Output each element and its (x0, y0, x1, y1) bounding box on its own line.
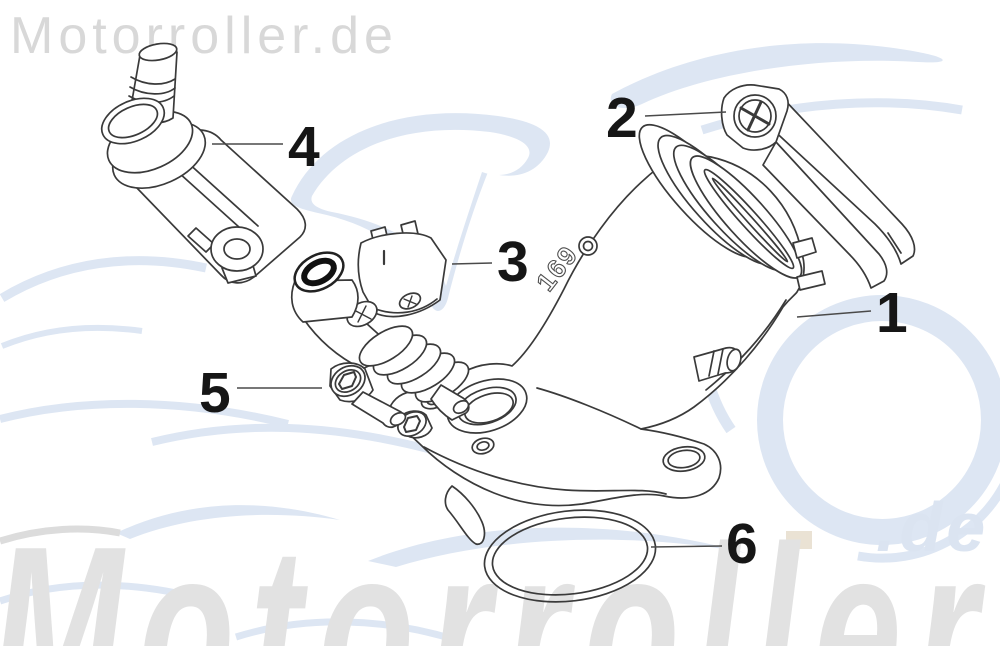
part-5-socket-bolt (329, 362, 407, 429)
logo-ring (757, 295, 1000, 545)
callout-label-5: 5 (199, 361, 231, 425)
leader-line-2 (644, 111, 727, 117)
callout-labels: 1 2 3 4 5 6 (199, 86, 908, 576)
watermark-top-left: Motorroller.de (10, 7, 398, 65)
top-o-ring-inner (301, 257, 337, 287)
part-2-hose-clamp (720, 84, 916, 289)
sensor-port-inner (107, 103, 159, 139)
callout-label-2: 2 (606, 86, 638, 150)
bolt-head-chamfer (334, 369, 362, 393)
bolt-hex-socket (338, 371, 357, 390)
injector-rib-1 (358, 325, 414, 367)
callout-label-1: 1 (876, 281, 908, 345)
leader-line-6 (650, 545, 723, 548)
callout-label-3: 3 (497, 230, 529, 294)
ear-hole-inner (667, 449, 701, 469)
connector-housing (357, 232, 447, 318)
sensor-tube-rim (138, 42, 178, 62)
inlet-throat-line (711, 177, 789, 263)
watermark-corner-de: .de (876, 488, 990, 566)
nipple-ribs (708, 348, 724, 377)
bolt-shaft-end (389, 411, 407, 427)
part-6-o-ring (483, 509, 657, 603)
manifold-bottom-line (423, 446, 667, 495)
clamp-band-upper (768, 93, 916, 265)
crescent-bottom-center (368, 527, 746, 567)
gray-crescent (0, 525, 121, 545)
midbody-cross (353, 305, 372, 323)
callout-label-6: 6 (726, 512, 758, 576)
clamp-screw-inner (738, 99, 772, 133)
manifold-neck-crease (536, 387, 642, 430)
clamp-band-edge (887, 232, 902, 254)
part-1-intake-manifold (389, 123, 826, 545)
clamp-band-lower (762, 141, 888, 289)
body-boss-hole (582, 240, 594, 252)
flange-hole-2-inner (476, 440, 490, 452)
screw-oval-cross (403, 295, 417, 308)
body-boss (578, 236, 598, 256)
flange-hole-2 (471, 437, 495, 455)
feather-left-2 (0, 324, 143, 349)
logo-ring-outer-arc (857, 482, 1000, 563)
part-4-sensor-fitting (100, 42, 307, 284)
sensor-port-outer (100, 97, 166, 145)
collar-tab-1 (792, 237, 817, 259)
feather-left-4 (151, 423, 434, 454)
clamp-screw-outer (733, 94, 777, 138)
leader-line-3 (451, 262, 493, 265)
bolt-head-top (330, 364, 366, 398)
callout-label-4: 4 (288, 115, 320, 179)
part-3-fuel-injector (290, 220, 470, 421)
installed-bolt-hex (403, 415, 421, 433)
phillips-cross-icon (739, 100, 771, 132)
feather-left-1 (0, 256, 207, 302)
wing-leaf-inner (311, 129, 530, 286)
leader-line-1 (796, 310, 872, 318)
crescent-bottom-left-3 (234, 618, 458, 644)
tan-artifact (786, 531, 812, 549)
crescent-bottom-left-2 (0, 581, 207, 605)
nipple-end (726, 348, 742, 372)
feather-left-3 (0, 399, 289, 428)
feather-top-right (610, 43, 943, 109)
manifold-flange-flap (444, 485, 486, 545)
inlet-opening (703, 168, 795, 270)
crescent-bottom-left (116, 505, 340, 539)
callout-leader-lines (212, 111, 872, 548)
sensor-boss-hole (223, 238, 251, 260)
flange-port-inner (464, 392, 514, 424)
connector-mouth (372, 298, 438, 314)
sensor-arm-tab (187, 227, 215, 253)
manifold-right-contour (705, 299, 787, 391)
injector-tip-end (452, 399, 470, 415)
collar-tab-2 (796, 270, 826, 291)
